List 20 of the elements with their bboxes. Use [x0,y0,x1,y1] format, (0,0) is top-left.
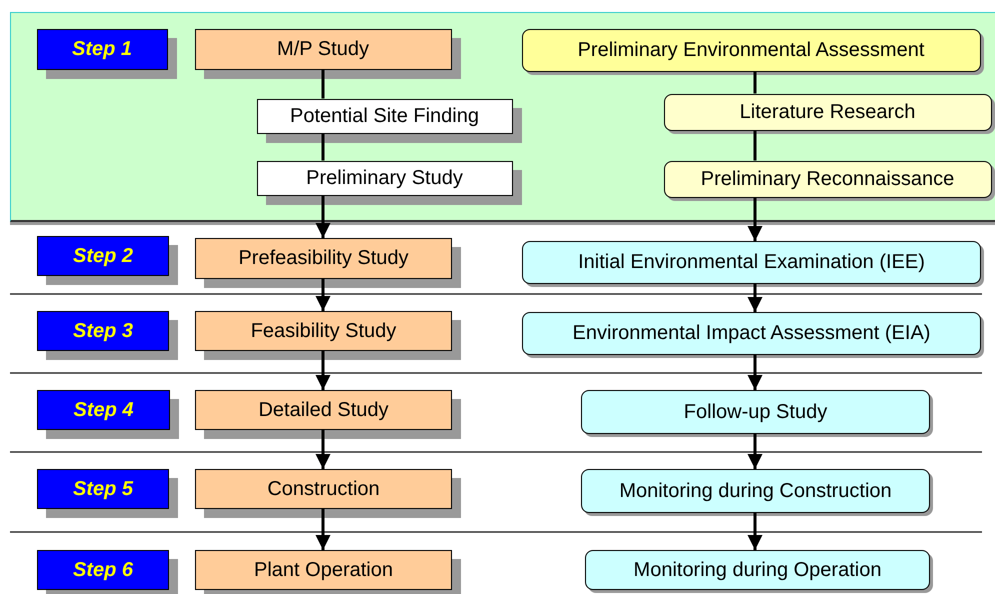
arrow [316,279,330,311]
connector-line [754,72,756,94]
connector-line [754,130,756,160]
process-box: Initial Environmental Examination (IEE) [522,241,981,284]
process-box: Environmental Impact Assessment (EIA) [522,312,981,355]
process-box: Follow-up Study [581,390,930,434]
connector-line [322,70,324,98]
connector-line [322,134,324,160]
arrow [316,196,330,238]
step-band [10,12,995,222]
arrow [748,434,762,469]
process-box: Monitoring during Operation [585,550,930,590]
arrow [748,355,762,390]
process-box: Monitoring during Construction [581,469,930,513]
arrow [748,513,762,550]
arrow [316,509,330,550]
arrow [748,198,762,241]
arrow [748,284,762,312]
arrow [316,351,330,390]
arrow [316,430,330,469]
